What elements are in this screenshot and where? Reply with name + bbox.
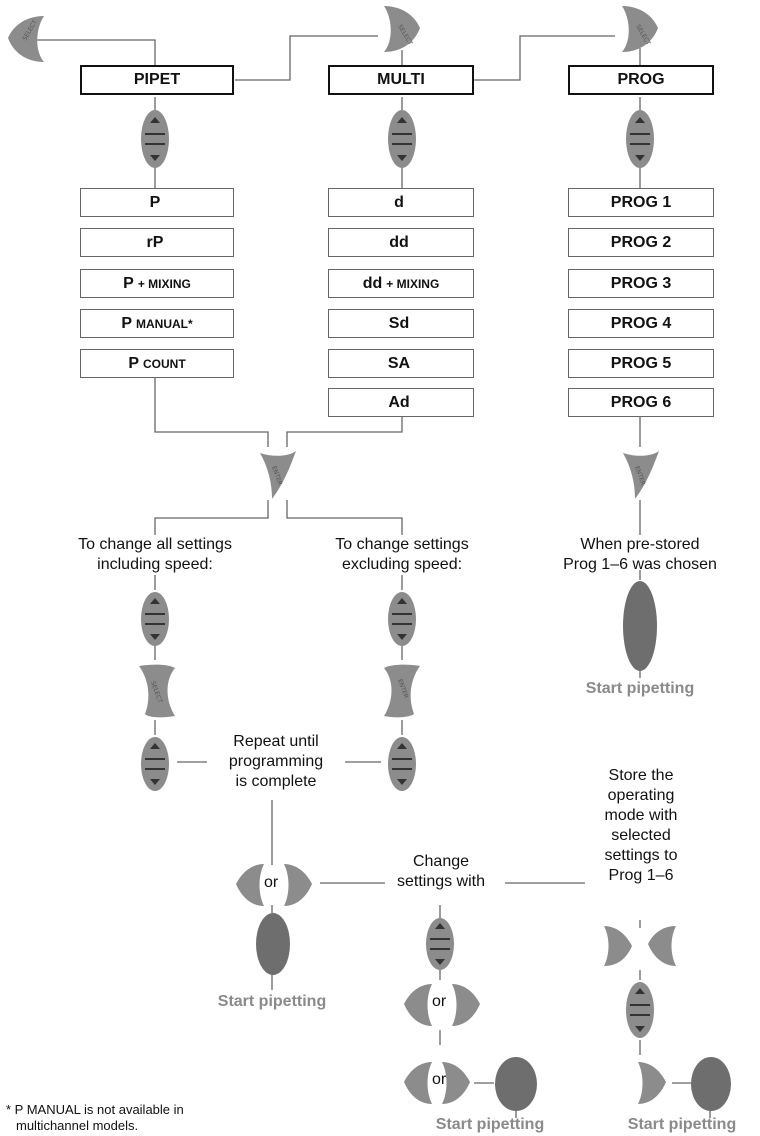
multi-item-label: d [394,193,404,211]
up-down-arrow-key-icon[interactable] [139,108,171,170]
select-key-icon[interactable]: SELECT [4,12,48,66]
multi-item: Ad [328,388,474,417]
label-line: When pre-stored [580,536,700,553]
enter-key-icon[interactable] [440,1058,474,1108]
label-line: settings with [396,873,486,890]
label-line: programming [228,753,324,770]
select-key-icon[interactable]: SELECT [614,2,662,54]
label-line: mode with [604,807,678,824]
pipet-item: P+ MIXING [80,269,234,298]
footnote: * P MANUAL is not available in multichan… [6,1102,296,1134]
label-line: Store the [608,767,674,784]
operating-button-icon[interactable] [255,912,291,976]
label-line: selected [611,827,671,844]
pipet-item: P [80,188,234,217]
label-line: settings to [604,847,678,864]
label-line: excluding speed: [341,556,463,573]
multi-item-label: dd [362,274,383,292]
pipet-item-label: P [149,193,161,211]
mode-box-prog: PROG [568,65,714,95]
enter-key-icon[interactable] [450,980,484,1030]
prog-item: PROG 5 [568,349,714,378]
label-line: Prog 1–6 [608,867,674,884]
up-down-arrow-key-icon[interactable] [624,980,656,1040]
multi-item: d [328,188,474,217]
prog-item: PROG 3 [568,269,714,298]
when-prestored-label: When pre-stored Prog 1–6 was chosen [545,535,735,575]
enter-key-icon[interactable] [282,860,316,910]
enter-key-icon[interactable] [636,1058,670,1108]
store-operating-mode-label: Store the operating mode with selected s… [576,766,706,886]
pipet-item-label: P [123,274,134,292]
footnote-line: * P MANUAL is not available in [6,1102,184,1117]
enter-key-icon[interactable]: ENTER [256,447,300,501]
pipet-item-suffix: + MIXING [137,276,191,291]
select-key-icon[interactable] [232,860,266,910]
multi-item: SA [328,349,474,378]
pipet-item-label: P [121,314,132,332]
change-settings-with-label: Change settings with [376,852,506,892]
or-label: or [432,1071,447,1088]
up-down-arrow-key-icon[interactable] [386,590,418,648]
label-line: To change all settings [78,536,232,553]
select-key-icon[interactable]: SELECT [376,2,424,54]
start-pipetting-label: Start pipetting [435,1116,545,1133]
multi-item: dd [328,228,474,257]
up-down-arrow-key-icon[interactable] [139,735,171,793]
enter-key-icon[interactable]: ENTER [619,447,663,501]
pipet-item: P MANUAL* [80,309,234,338]
operating-button-icon[interactable] [690,1056,732,1112]
pipet-item-label: rP [146,233,164,251]
label-line: operating [607,787,675,804]
multi-item: dd+ MIXING [328,269,474,298]
select-key-icon[interactable]: SELECT [135,660,179,722]
change-excluding-speed-label: To change settings excluding speed: [302,535,502,575]
repeat-until-complete-label: Repeat until programming is complete [198,732,354,792]
multi-item-label: dd [389,233,409,251]
prog-item: PROG 1 [568,188,714,217]
prog-item: PROG 4 [568,309,714,338]
label-line: Change [412,853,470,870]
pipet-item-label: P [128,354,139,372]
start-pipetting-label: Start pipetting [217,993,327,1010]
label-line: Prog 1–6 was chosen [563,556,717,573]
multi-item-label: Ad [388,393,410,411]
enter-key-icon[interactable]: ENTER [380,660,424,722]
start-pipetting-label: Start pipetting [585,680,695,697]
mode-box-pipet: PIPET [80,65,234,95]
or-label: or [264,874,279,891]
up-down-arrow-key-icon[interactable] [139,590,171,648]
operating-button-icon[interactable] [622,580,658,672]
mode-box-multi: MULTI [328,65,474,95]
select-key-icon[interactable] [400,1058,434,1108]
label-line: To change settings [335,536,469,553]
multi-item-suffix: + MIXING [386,276,440,291]
up-down-arrow-key-icon[interactable] [424,916,456,972]
enter-key-icon[interactable] [602,922,636,970]
prog-item: PROG 6 [568,388,714,417]
multi-item-label: Sd [388,314,410,332]
footnote-line: multichannel models. [16,1118,139,1133]
prog-item: PROG 2 [568,228,714,257]
operating-button-icon[interactable] [494,1056,538,1112]
start-pipetting-label: Start pipetting [627,1116,737,1133]
pipet-item-suffix: COUNT [143,356,186,371]
label-line: Repeat until [233,733,319,750]
label-line: is complete [235,773,317,790]
up-down-arrow-key-icon[interactable] [386,735,418,793]
multi-item: Sd [328,309,474,338]
multi-item-label: SA [387,354,411,372]
change-all-settings-label: To change all settings including speed: [40,535,270,575]
label-line: including speed: [97,556,213,573]
or-label: or [432,993,447,1010]
pipet-item: P COUNT [80,349,234,378]
pipet-item-suffix: MANUAL* [136,316,193,331]
up-down-arrow-key-icon[interactable] [624,108,656,170]
up-down-arrow-key-icon[interactable] [386,108,418,170]
select-key-icon[interactable] [400,980,434,1030]
select-key-icon[interactable] [644,922,678,970]
pipet-item: rP [80,228,234,257]
